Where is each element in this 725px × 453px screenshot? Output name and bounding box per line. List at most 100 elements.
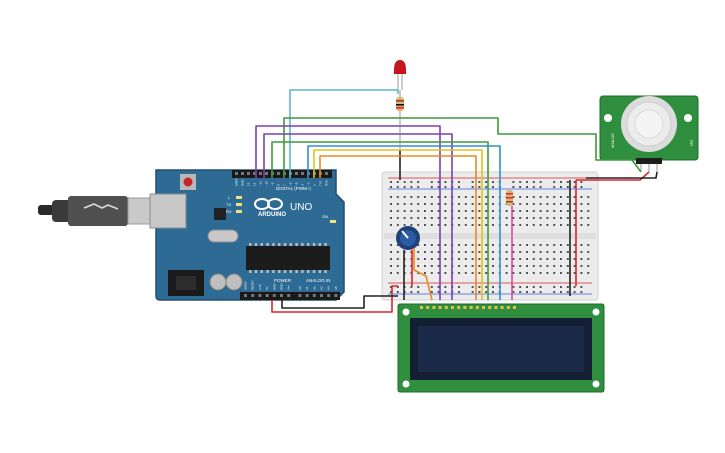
usb-cable: [38, 196, 159, 226]
breadboard-hole: [519, 244, 522, 246]
breadboard-hole: [458, 244, 460, 246]
breadboard-hole: [403, 224, 406, 226]
lcd-pin: [475, 306, 479, 309]
breadboard-hole: [417, 224, 420, 226]
breadboard-hole: [471, 224, 474, 226]
digital-pin-label: ~6: [289, 182, 293, 186]
breadboard-hole: [553, 291, 556, 293]
breadboard-hole: [526, 265, 528, 267]
breadboard-hole: [390, 210, 392, 212]
atmega-chip: [246, 246, 330, 270]
breadboard-hole: [512, 196, 515, 198]
breadboard-hole: [505, 244, 508, 246]
breadboard-hole: [478, 251, 481, 253]
breadboard-hole: [526, 244, 528, 246]
breadboard-hole: [485, 258, 488, 260]
digital-pin-hole: [241, 172, 244, 175]
breadboard-hole: [519, 224, 522, 226]
digital-pin-hole: [247, 172, 250, 175]
breadboard-hole: [417, 181, 420, 183]
breadboard-hole: [573, 286, 576, 288]
breadboard-hole: [471, 265, 474, 267]
breadboard-hole: [396, 217, 399, 219]
breadboard-hole: [424, 272, 426, 274]
lcd-pin: [482, 306, 485, 309]
wire-orange-lcd: [319, 155, 477, 300]
potentiometer[interactable]: [396, 226, 420, 250]
breadboard-hole: [478, 203, 481, 205]
breadboard-hole: [396, 251, 399, 253]
breadboard-hole: [580, 196, 583, 198]
breadboard-hole: [566, 210, 569, 212]
breadboard-hole: [424, 217, 426, 219]
breadboard-hole: [396, 286, 399, 288]
breadboard-hole: [519, 203, 522, 205]
lcd-pin: [451, 306, 454, 309]
breadboard-hole: [560, 217, 562, 219]
breadboard-hole: [505, 258, 508, 260]
digital-pin-hole: [259, 172, 262, 175]
wire-green-pir: [283, 117, 642, 178]
breadboard-hole: [417, 251, 420, 253]
power-pin-hole: [334, 294, 338, 297]
digital-pin-label: 13: [247, 182, 251, 186]
breadboard-hole: [512, 265, 515, 267]
digital-pin-label: TX1: [319, 180, 323, 186]
power-pin-label: A5: [334, 286, 338, 290]
breadboard-hole: [464, 258, 467, 260]
breadboard-hole: [430, 251, 433, 253]
digital-pin-label: ~10: [265, 181, 269, 186]
wire-green-lcd: [271, 141, 489, 300]
breadboard-hole: [471, 181, 474, 183]
breadboard-hole: [580, 224, 583, 226]
breadboard-hole: [532, 244, 535, 246]
breadboard-hole: [539, 210, 542, 212]
digital-pin-label: ~9: [271, 182, 275, 186]
breadboard-hole: [526, 196, 528, 198]
breadboard-hole: [396, 224, 399, 226]
lcd-16x2-display: [397, 303, 605, 393]
breadboard-hole: [444, 251, 447, 253]
breadboard-hole: [458, 181, 460, 183]
breadboard-hole: [512, 291, 515, 293]
breadboard-hole: [587, 272, 590, 274]
breadboard-hole: [539, 258, 542, 260]
breadboard-hole: [553, 203, 556, 205]
breadboard-hole: [580, 217, 583, 219]
breadboard-hole: [526, 224, 528, 226]
digital-pin-label: 4: [301, 184, 305, 186]
digital-header-label: DIGITAL (PWM~): [276, 186, 311, 191]
power-pin-label: A3: [320, 286, 324, 290]
breadboard-hole: [505, 251, 508, 253]
breadboard-hole: [539, 244, 542, 246]
lcd-pin: [469, 306, 473, 309]
arduino-uno-board: L TX RX ON ARDUINO UNO DIGITAL (PWM~) PO…: [149, 169, 345, 301]
breadboard-hole: [560, 196, 562, 198]
breadboard-hole: [512, 244, 515, 246]
digital-pin-label: 2: [313, 184, 317, 186]
breadboard-hole: [512, 286, 515, 288]
breadboard-hole: [512, 258, 515, 260]
breadboard-hole: [546, 203, 549, 205]
breadboard-hole: [560, 286, 562, 288]
breadboard-hole: [492, 210, 494, 212]
breadboard-hole: [553, 224, 556, 226]
board-leds: L TX RX ON: [226, 195, 336, 223]
breadboard-hole: [519, 258, 522, 260]
breadboard-hole: [396, 210, 399, 212]
breadboard-hole: [587, 203, 590, 205]
breadboard-hole: [437, 196, 440, 198]
breadboard-hole: [444, 186, 447, 188]
wire-red-5v: [271, 285, 398, 313]
breadboard-hole: [492, 286, 494, 288]
power-pin-label: IOREF: [244, 281, 248, 290]
digital-pin-hole: [301, 172, 304, 175]
breadboard-hole: [566, 272, 569, 274]
usb-symbol-icon: [83, 203, 119, 210]
led-label-tx: TX: [226, 202, 231, 207]
breadboard-hole: [417, 258, 420, 260]
breadboard-hole: [492, 203, 494, 205]
breadboard-hole: [417, 217, 420, 219]
breadboard-hole: [546, 265, 549, 267]
power-pin-label: A0: [298, 286, 302, 290]
